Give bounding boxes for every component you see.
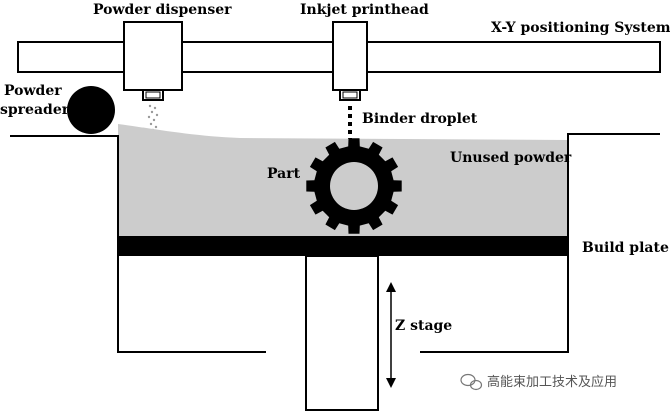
label-powder-spreader-2: spreader	[0, 102, 70, 118]
gear-hole	[330, 162, 378, 210]
powder-spreader-roller	[67, 86, 115, 134]
watermark: 高能束加工技术及应用	[460, 373, 617, 391]
label-unused-powder: Unused powder	[450, 150, 572, 166]
build-plate	[118, 236, 568, 256]
label-xy-system: X-Y positioning System	[491, 20, 670, 36]
label-part: Part	[267, 166, 301, 182]
label-powder-dispenser: Powder dispenser	[93, 2, 232, 18]
label-inkjet-printhead: Inkjet printhead	[300, 2, 429, 18]
watermark-text: 高能束加工技术及应用	[487, 374, 617, 390]
label-powder-spreader-1: Powder	[4, 83, 62, 99]
label-binder-droplet: Binder droplet	[362, 111, 478, 127]
z-stage-arrow	[386, 282, 396, 388]
inkjet-printhead-body	[332, 21, 368, 91]
wechat-icon	[460, 373, 483, 391]
z-stage-column	[305, 255, 379, 411]
part-gear	[306, 138, 402, 234]
label-build-plate: Build plate	[582, 240, 669, 256]
binder-droplets	[348, 106, 352, 141]
powder-dispenser-body	[123, 21, 183, 91]
falling-powder	[147, 104, 159, 132]
label-z-stage: Z stage	[395, 318, 452, 334]
